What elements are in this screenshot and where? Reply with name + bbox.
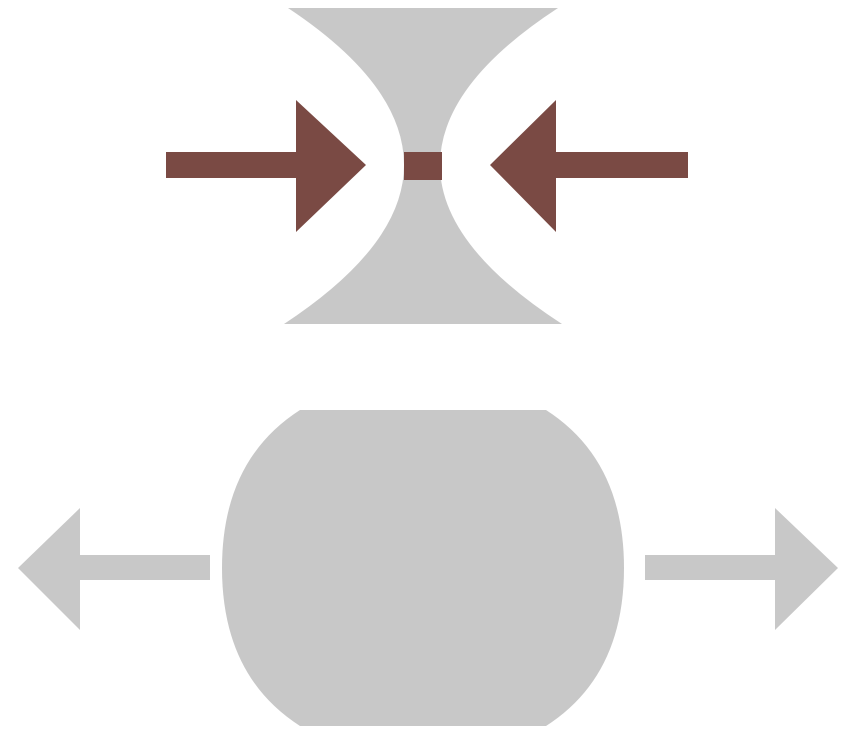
outward-arrow-right-icon (645, 508, 838, 630)
barrel-shape (222, 410, 624, 726)
waist-band (404, 152, 442, 180)
top-panel (166, 8, 688, 324)
inward-arrow-right-icon (490, 100, 688, 232)
inward-arrow-left-icon (166, 100, 366, 232)
outward-arrow-left-icon (18, 508, 210, 630)
bottom-panel (18, 410, 838, 726)
